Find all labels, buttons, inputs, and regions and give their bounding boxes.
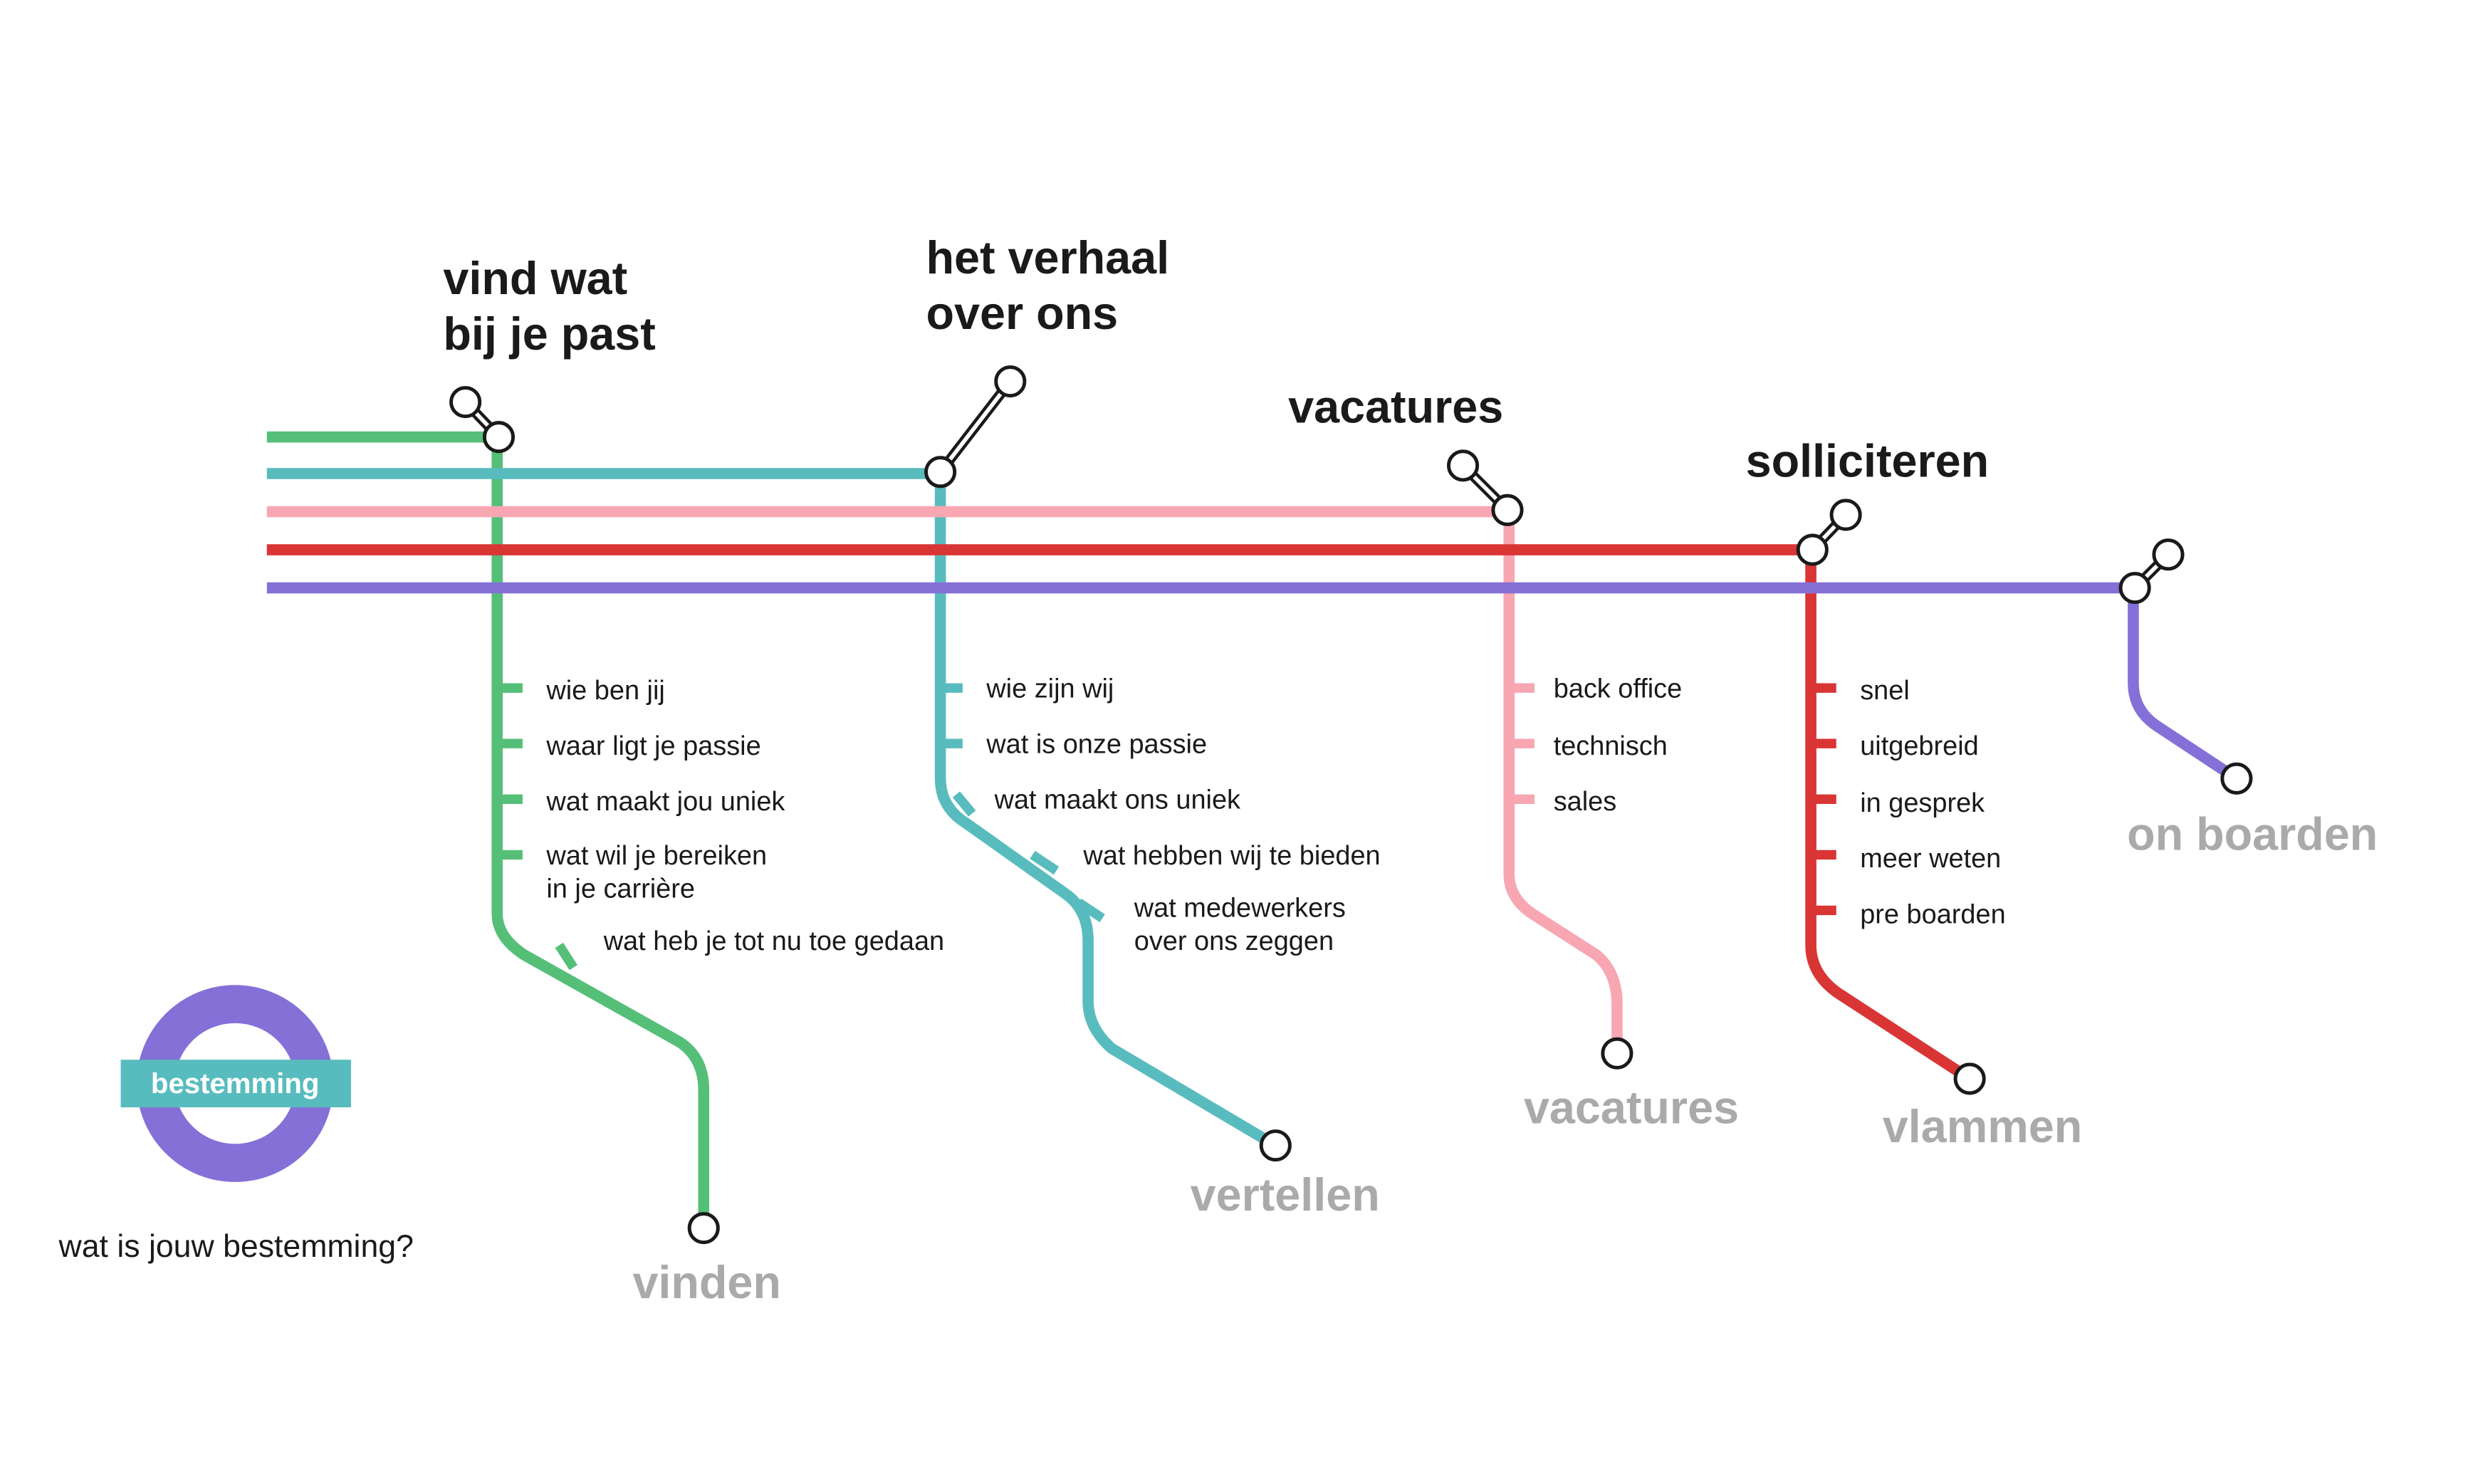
interchange-red-circle-a: [1829, 498, 1862, 531]
interchange-green-circle-b: [482, 421, 515, 454]
stop-red-4: meer weten: [1860, 844, 2001, 874]
stop-pink-1: back office: [1554, 674, 1683, 704]
stop-teal-3: wat maakt ons uniek: [993, 785, 1241, 815]
line-pink: [266, 506, 1623, 1054]
stop-pink-2: technisch: [1554, 731, 1668, 761]
tick-group-pink: [1509, 683, 1535, 804]
interchange-red[interactable]: [1796, 498, 1862, 566]
destination-red[interactable]: vlammen: [1883, 1100, 2082, 1152]
terminus-green[interactable]: [687, 1212, 720, 1245]
stop-red-3: in gesprek: [1860, 788, 1985, 818]
line-red-track: [266, 544, 1973, 1084]
line-purple-track: [266, 582, 2240, 783]
terminus-pink[interactable]: [1601, 1037, 1633, 1070]
interchange-purple[interactable]: [2118, 538, 2185, 605]
terminus-red[interactable]: [1953, 1062, 1986, 1095]
legend-badge-label: bestemming: [151, 1067, 319, 1099]
stop-teal-4: wat hebben wij te bieden: [1082, 841, 1380, 871]
terminus-purple[interactable]: [2220, 762, 2253, 795]
interchange-green-circle-a: [449, 386, 482, 419]
stop-red-2: uitgebreid: [1860, 731, 1979, 761]
stop-teal-1: wie zijn wij: [986, 674, 1114, 704]
interchange-pink-circle-b: [1491, 493, 1524, 526]
stop-red-1: snel: [1860, 676, 1910, 706]
legend-badge: [120, 1060, 352, 1108]
heading-red: solliciteren: [1746, 434, 1990, 486]
heading-teal-line-2: over ons: [926, 287, 1119, 339]
interchange-teal-circle-b: [924, 456, 957, 488]
destination-purple[interactable]: on boarden: [2127, 808, 2378, 860]
destination-green[interactable]: vinden: [632, 1256, 780, 1308]
tick-group-teal: [940, 683, 1105, 923]
line-green: [266, 431, 710, 1228]
line-teal-track: [266, 468, 1279, 1151]
legend-question: wat is jouw bestemming?: [58, 1229, 414, 1264]
interchange-teal-circle-a: [994, 365, 1027, 398]
station-tick-teal-4: [1030, 850, 1060, 875]
interchange-pink-circle-a: [1447, 449, 1480, 482]
interchange-green[interactable]: [449, 386, 515, 454]
interchange-teal-link-inner: [939, 380, 1012, 474]
stop-green-1: wie ben jij: [545, 676, 664, 706]
station-tick-teal-5: [1075, 898, 1105, 923]
interchange-purple-circle-b: [2118, 572, 2151, 605]
station-tick-green-5: [555, 942, 577, 971]
heading-pink: vacatures: [1288, 381, 1503, 433]
interchange-red-circle-b: [1796, 533, 1829, 566]
interchange-teal[interactable]: [924, 365, 1027, 488]
legend: bestemming wat is jouw bestemming?: [58, 985, 414, 1264]
terminus-teal[interactable]: [1259, 1129, 1292, 1162]
heading-teal-line-1: het verhaal: [926, 231, 1170, 283]
interchange-purple-circle-a: [2152, 538, 2185, 571]
tick-group-green: [497, 683, 577, 971]
interchange-pink[interactable]: [1447, 449, 1524, 526]
heading-green-line-1: vind wat: [443, 252, 627, 304]
heading-green-line-2: bij je past: [443, 308, 655, 360]
destination-pink[interactable]: vacatures: [1524, 1081, 1739, 1133]
station-tick-teal-3: [952, 791, 976, 817]
stop-green-3: wat maakt jou uniek: [545, 787, 785, 817]
line-teal: [266, 468, 1279, 1151]
stop-green-2: waar ligt je passie: [545, 731, 760, 761]
stop-teal-2: wat is onze passie: [986, 730, 1207, 760]
line-green-track: [266, 431, 710, 1228]
destination-teal[interactable]: vertellen: [1191, 1169, 1380, 1221]
stop-pink-3: sales: [1554, 787, 1617, 817]
stop-green-5: wat heb je tot nu toe gedaan: [603, 926, 944, 956]
line-purple: [266, 582, 2240, 783]
tick-group-red: [1811, 683, 1836, 916]
stop-red-5: pre boarden: [1860, 899, 2005, 929]
line-red: [266, 544, 1973, 1084]
line-pink-track: [266, 506, 1623, 1054]
